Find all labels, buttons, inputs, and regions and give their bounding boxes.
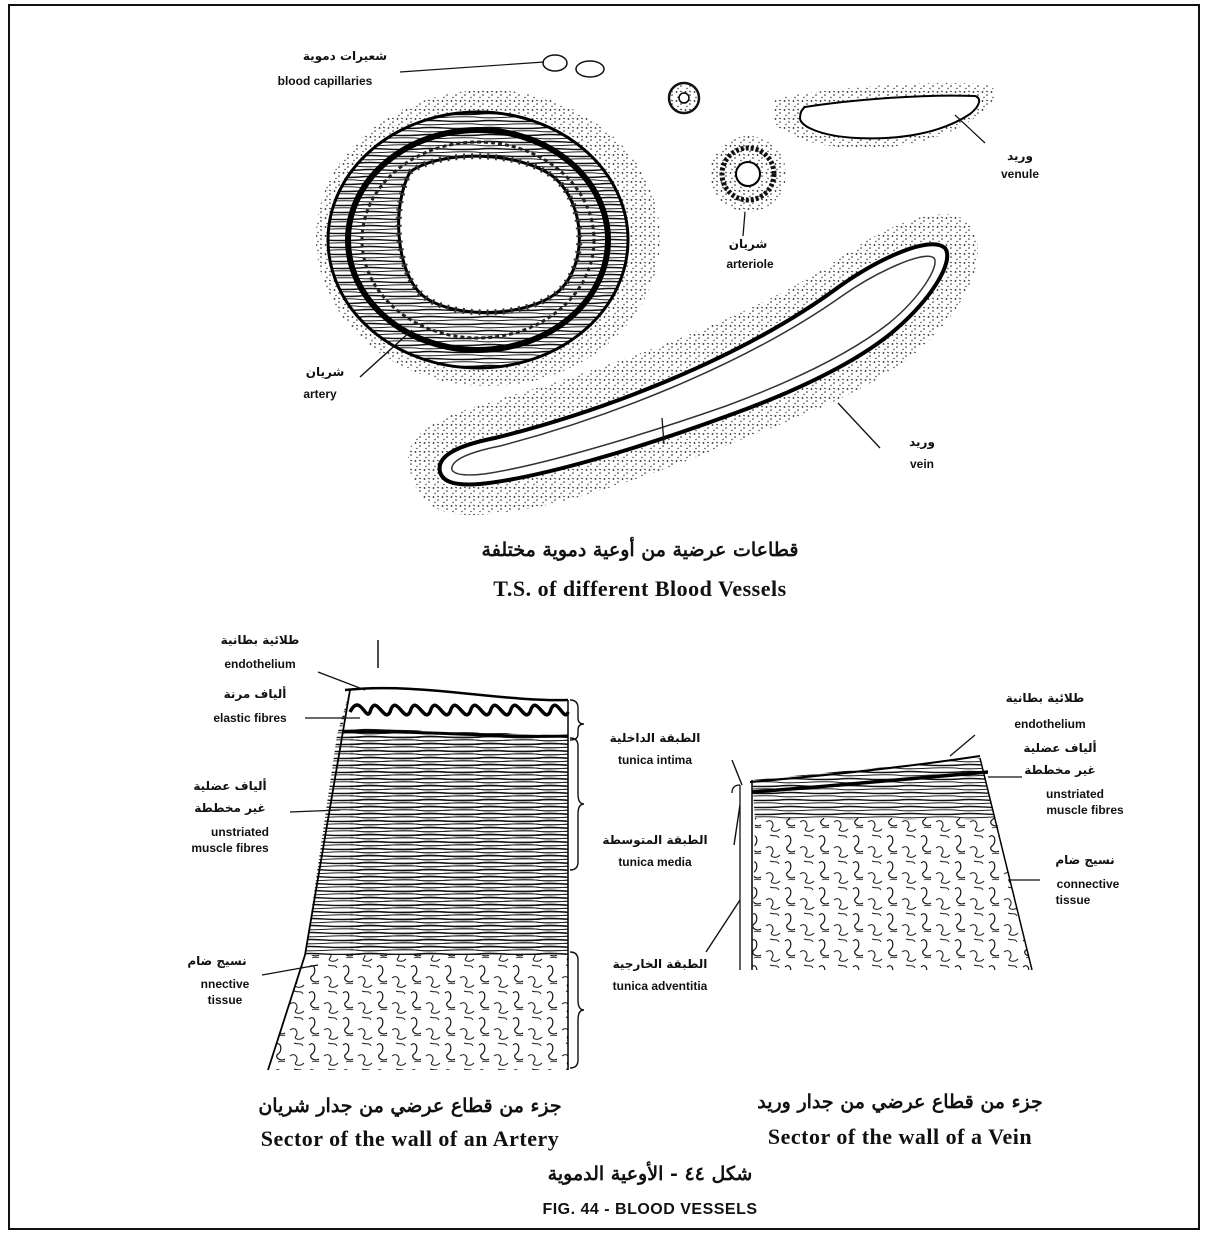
vein-caption-ar: جزء من قطاع عرضي من جدار وريد xyxy=(700,1092,1100,1114)
artery-muscle-label-en2: muscle fibres xyxy=(165,842,295,856)
artery-connective-label-en1: nnective xyxy=(185,978,265,992)
arteriole-label-ar: شريان xyxy=(718,238,778,252)
vein-label-en: vein xyxy=(892,458,952,472)
vein-muscle-label-ar1: ألياف عضلية xyxy=(1005,742,1115,756)
artery-label-en: artery xyxy=(285,388,355,402)
vein-muscle-label-ar2: غير مخططة xyxy=(1010,764,1110,778)
figure-title-ar: شكل ٤٤ - الأوعية الدموية xyxy=(470,1164,830,1186)
vein-wall-sector xyxy=(732,756,1032,970)
artery-muscle-label-ar1: ألياف عضلية xyxy=(175,780,285,794)
venule-label-ar: وريد xyxy=(990,150,1050,164)
tunica-adventitia-label-ar: الطبقة الخارجية xyxy=(590,958,730,972)
artery-label-ar: شريان xyxy=(290,366,360,380)
artery-connective-label-ar: نسيج ضام xyxy=(172,955,262,969)
top-caption-ar: قطاعات عرضية من أوعية دموية مختلفة xyxy=(420,540,860,562)
vein-connective-label-en2: tissue xyxy=(1038,894,1108,908)
artery-caption-en: Sector of the wall of an Artery xyxy=(180,1126,640,1151)
vein-connective-label-en1: connective xyxy=(1038,878,1138,892)
capillaries-label-en: blood capillaries xyxy=(240,75,410,89)
vein-muscle-label-en2: muscle fibres xyxy=(1020,804,1150,818)
vein-caption-en: Sector of the wall of a Vein xyxy=(690,1124,1110,1149)
elastic-fibres-label-en: elastic fibres xyxy=(190,712,310,726)
artery-caption-ar: جزء من قطاع عرضي من جدار شريان xyxy=(200,1096,620,1118)
vein-endothelium-label-ar: طلائية بطانية xyxy=(990,692,1100,706)
tunica-media-label-en: tunica media xyxy=(590,856,720,870)
venule-cross-section xyxy=(772,83,995,148)
tunica-intima-label-en: tunica intima xyxy=(590,754,720,768)
vein-muscle-label-en1: unstriated xyxy=(1020,788,1130,802)
artery-muscle-label-ar2: غير مخططة xyxy=(175,802,285,816)
vein-label-ar: وريد xyxy=(892,436,952,450)
venule-label-en: venule xyxy=(990,168,1050,182)
artery-cross-section xyxy=(316,90,660,386)
arteriole-cross-section xyxy=(710,136,786,236)
artery-muscle-label-en1: unstriated xyxy=(185,826,295,840)
artery-endothelium-label-en: endothelium xyxy=(200,658,320,672)
tunica-adventitia-label-en: tunica adventitia xyxy=(580,980,740,994)
elastic-fibres-label-ar: ألياف مرنة xyxy=(205,688,305,702)
tunica-intima-label-ar: الطبقة الداخلية xyxy=(590,732,720,746)
tunica-media-label-ar: الطبقة المتوسطة xyxy=(590,834,720,848)
vein-endothelium-label-en: endothelium xyxy=(985,718,1115,732)
artery-wall-sector xyxy=(268,640,568,1070)
top-caption-en: T.S. of different Blood Vessels xyxy=(400,576,880,601)
arteriole-label-en: arteriole xyxy=(700,258,800,272)
capillaries-label-ar: شعيرات دموية xyxy=(280,50,410,64)
artery-connective-label-en2: tissue xyxy=(185,994,265,1008)
artery-endothelium-label-ar: طلائية بطانية xyxy=(200,634,320,648)
vein-connective-label-ar: نسيج ضام xyxy=(1035,854,1135,868)
figure-title-en: FIG. 44 - BLOOD VESSELS xyxy=(450,1201,850,1219)
